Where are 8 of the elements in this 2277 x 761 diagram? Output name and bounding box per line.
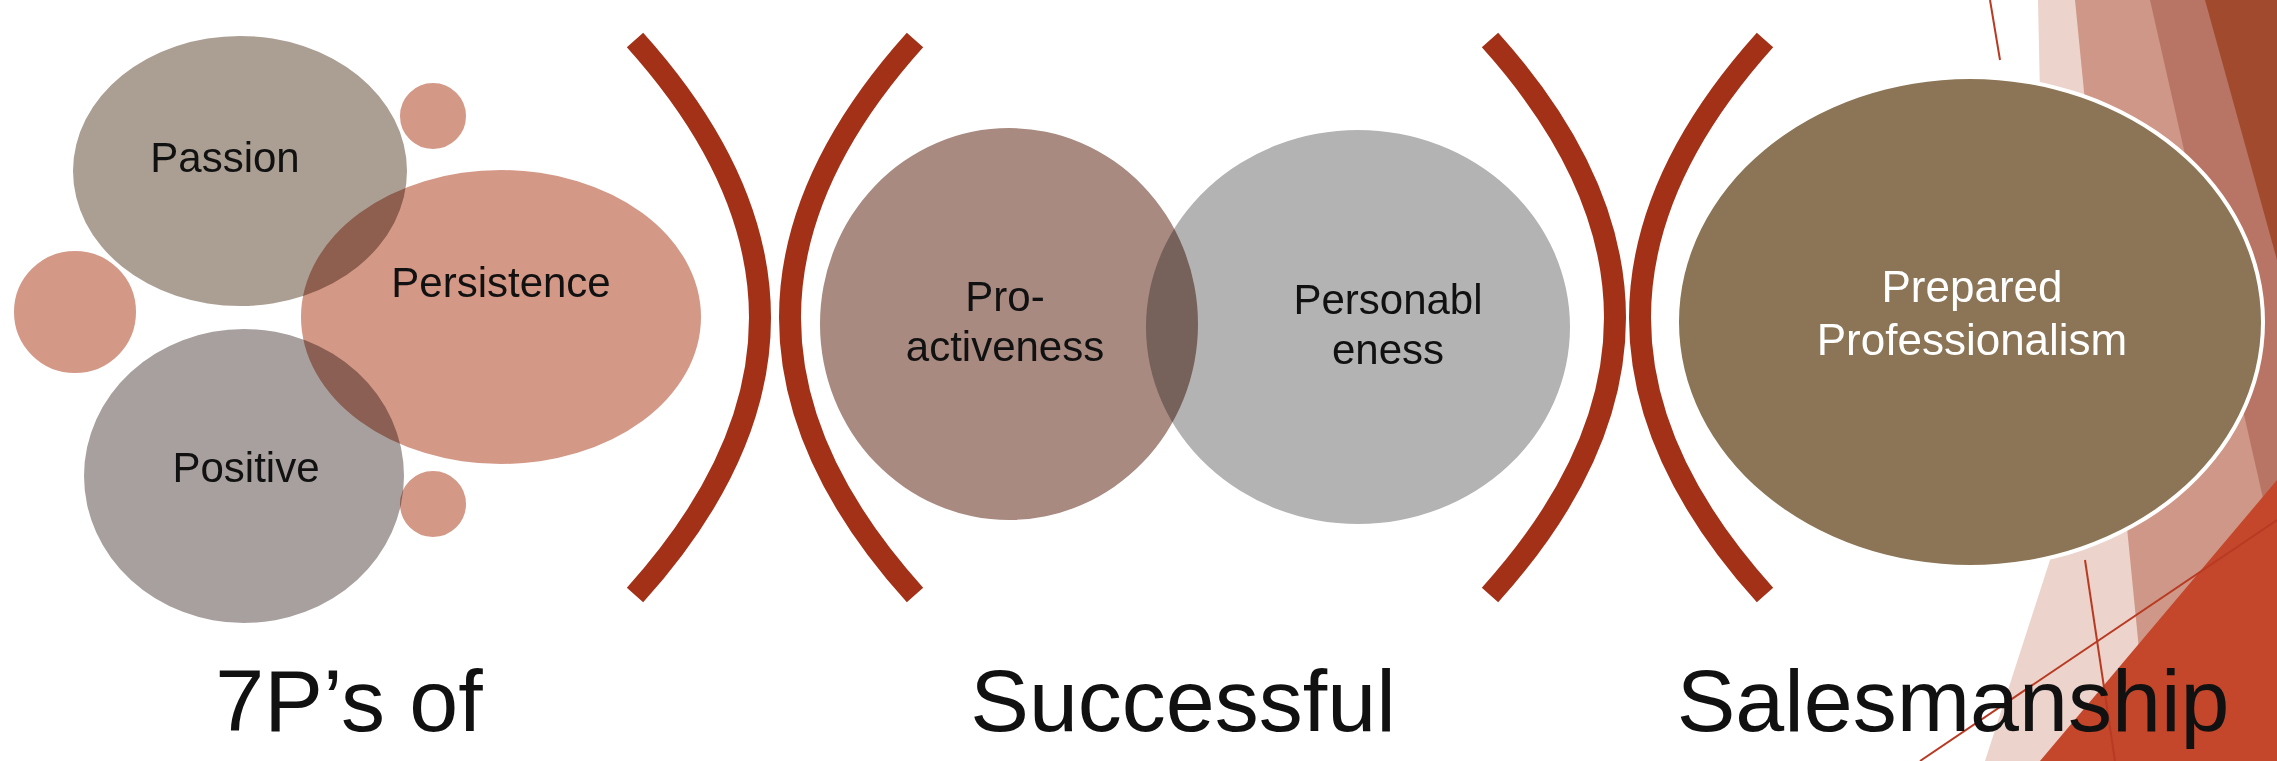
- node-label: Prepared Professionalism: [1816, 261, 2128, 366]
- node-label: Personabl eness: [1293, 274, 1483, 375]
- node-label: Passion: [150, 132, 300, 183]
- node-label: Pro- activeness: [905, 271, 1105, 372]
- title-word: Successful: [970, 650, 1396, 752]
- title-word: 7P’s of: [215, 650, 483, 752]
- node-label: Positive: [172, 442, 320, 493]
- node-label: Persistence: [391, 257, 611, 308]
